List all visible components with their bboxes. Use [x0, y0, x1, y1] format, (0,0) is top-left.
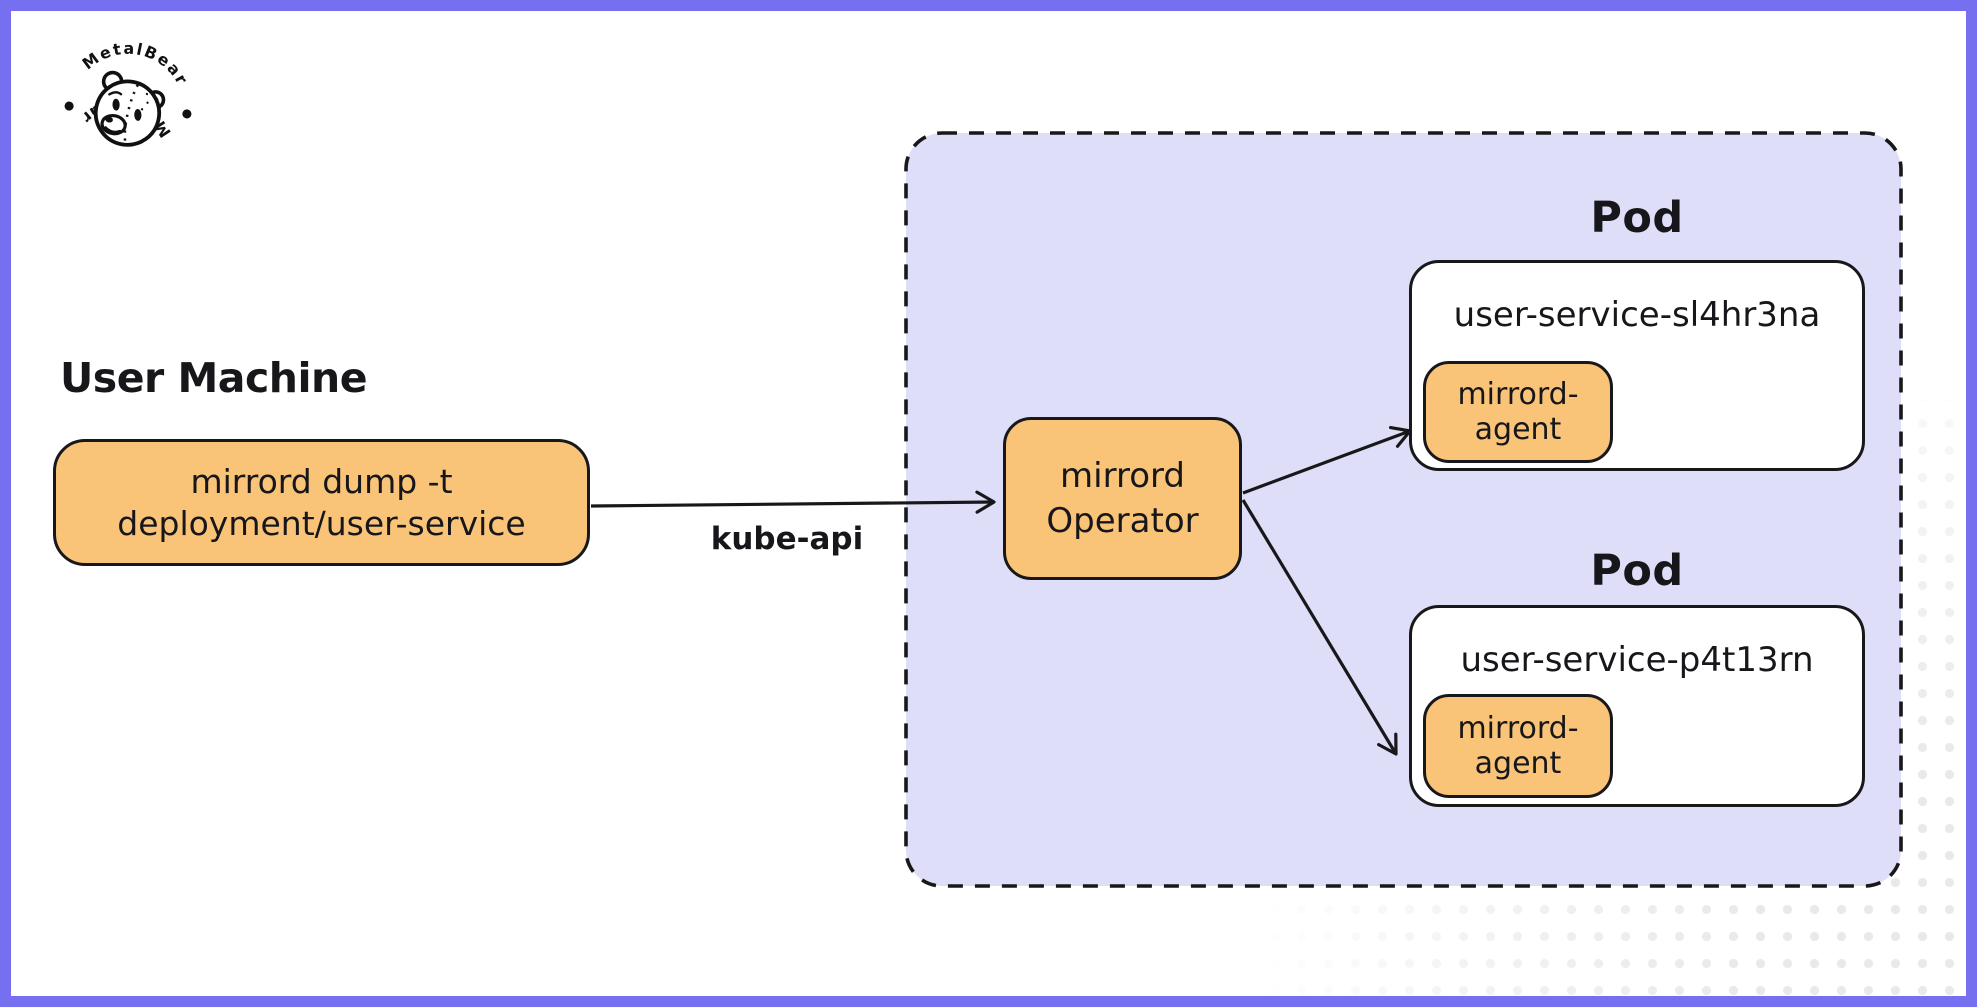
pod-box-2: user-service-p4t13rn mirrord- agent: [1409, 605, 1865, 807]
logo-dot-left: [64, 101, 74, 111]
agent-label-line-2: agent: [1474, 412, 1562, 447]
pod-name-2: user-service-p4t13rn: [1460, 640, 1814, 680]
mirrord-agent-box-1: mirrord- agent: [1423, 361, 1613, 463]
kube-api-label: kube-api: [710, 521, 864, 557]
metalbear-logo: MetalBear MetalBear: [64, 36, 198, 147]
operator-label-line-1: mirrord: [1060, 456, 1185, 497]
user-machine-title: User Machine: [60, 354, 368, 402]
mirrord-agent-box-2: mirrord- agent: [1423, 694, 1613, 798]
operator-label-line-2: Operator: [1046, 500, 1199, 541]
agent-label-line-1: mirrord-: [1457, 710, 1579, 746]
user-machine-command-box: mirrord dump -t deployment/user-service: [53, 439, 590, 566]
command-line-1: mirrord dump -t: [190, 461, 453, 501]
bear-face-icon: [93, 70, 166, 147]
agent-label-line-1: mirrord-: [1457, 376, 1579, 412]
logo-dot-right: [182, 109, 192, 119]
mirrord-operator-box: mirrord Operator: [1003, 417, 1242, 580]
command-line-2: deployment/user-service: [117, 503, 526, 543]
pod-title-2: Pod: [1590, 546, 1684, 596]
agent-label-line-2: agent: [1474, 746, 1562, 781]
pod-box-1: user-service-sl4hr3na mirrord- agent: [1409, 260, 1865, 471]
pod-title-1: Pod: [1590, 193, 1684, 243]
pod-name-1: user-service-sl4hr3na: [1453, 295, 1821, 335]
